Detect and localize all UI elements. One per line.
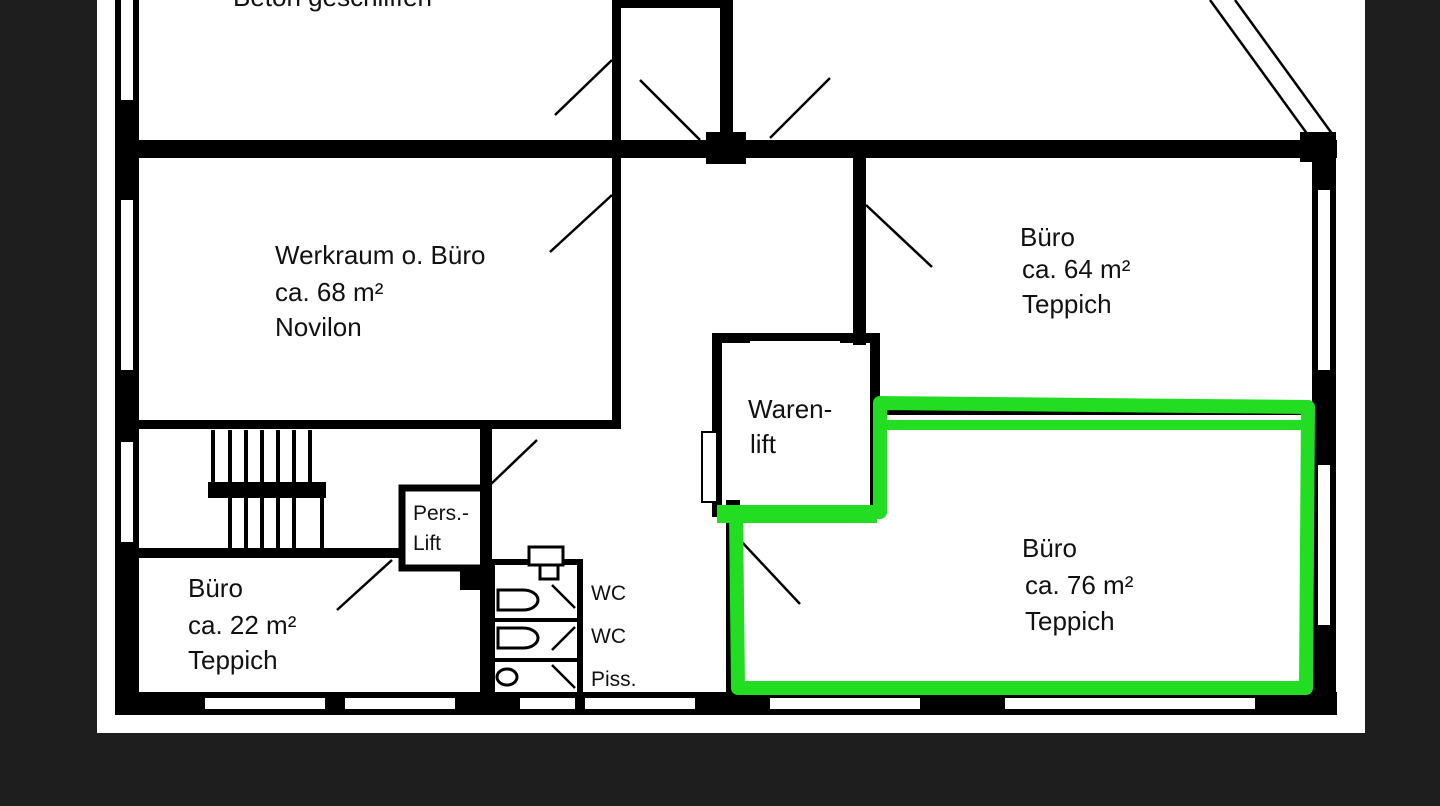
stairs: [208, 430, 326, 548]
label-buero64-name: Büro: [1020, 222, 1075, 252]
label-top-left: Beton geschliffen: [233, 0, 432, 12]
label-werkraum-area: ca. 68 m²: [275, 277, 384, 307]
label-perslift-2: Lift: [413, 532, 441, 555]
label-perslift-1: Pers.-: [413, 502, 469, 525]
label-wc-1: WC: [591, 582, 626, 605]
label-wc-2: WC: [591, 625, 626, 648]
door-swings: [336, 0, 1335, 689]
label-warenlift-1: Waren-: [748, 394, 832, 424]
label-buero22-area: ca. 22 m²: [188, 610, 297, 640]
label-werkraum-floor: Novilon: [275, 312, 362, 342]
label-buero22-floor: Teppich: [188, 645, 278, 675]
label-buero64-area: ca. 64 m²: [1022, 254, 1131, 284]
label-warenlift-2: lift: [750, 429, 777, 459]
label-piss: Piss.: [591, 668, 637, 691]
label-buero76-floor: Teppich: [1025, 606, 1115, 636]
windows: [121, 0, 1330, 709]
label-buero22-name: Büro: [188, 573, 243, 603]
label-buero64-floor: Teppich: [1022, 289, 1112, 319]
label-werkraum-name: Werkraum o. Büro: [275, 240, 485, 270]
room-labels: Beton geschliffen Werkraum o. Büro ca. 6…: [188, 0, 1134, 691]
label-buero76-area: ca. 76 m²: [1025, 570, 1134, 600]
sanitary-fixtures: [495, 588, 540, 687]
label-buero76-name: Büro: [1022, 533, 1077, 563]
highlight-edge: [717, 505, 877, 523]
highlight-office-76: [729, 396, 1315, 695]
